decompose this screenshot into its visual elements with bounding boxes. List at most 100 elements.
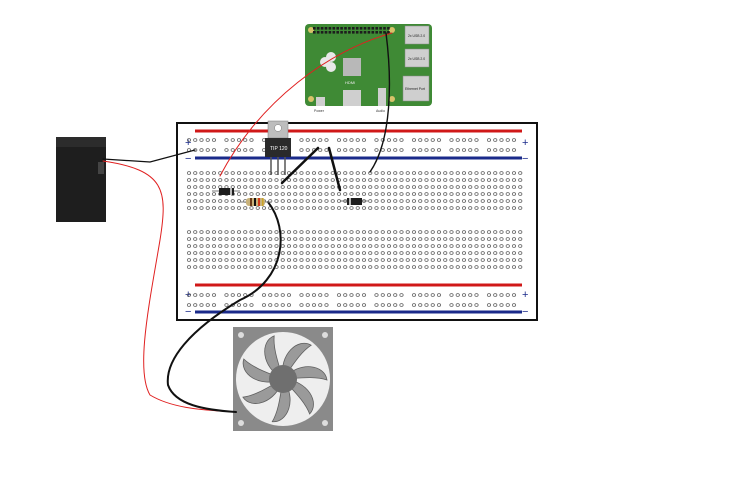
breadboard-hole: [499, 303, 504, 307]
breadboard-hole: [486, 148, 492, 152]
breadboard-hole: [268, 293, 273, 297]
breadboard-hole: [386, 199, 392, 203]
breadboard-hole: [249, 265, 254, 269]
breadboard-hole: [374, 230, 379, 234]
breadboard-hole: [461, 293, 467, 297]
breadboard-hole: [486, 230, 492, 234]
rail-minus-bottom-right: −: [522, 306, 528, 318]
breadboard-hole: [224, 230, 229, 234]
breadboard-hole: [418, 258, 423, 262]
breadboard-hole: [374, 258, 379, 262]
breadboard-hole: [405, 258, 410, 262]
breadboard-hole: [293, 178, 298, 182]
breadboard-hole: [424, 230, 429, 234]
breadboard-hole: [355, 171, 360, 175]
breadboard-hole: [386, 237, 392, 241]
breadboard-hole: [286, 199, 292, 203]
breadboard-hole: [499, 251, 504, 255]
breadboard-hole: [186, 138, 192, 142]
breadboard-hole: [205, 148, 210, 152]
breadboard-hole: [480, 185, 485, 189]
breadboard-hole: [205, 185, 210, 189]
breadboard-hole: [411, 265, 417, 269]
gpio-pin: [316, 27, 320, 30]
breadboard-hole: [330, 258, 335, 262]
breadboard-hole: [186, 230, 192, 234]
breadboard-hole: [443, 237, 448, 241]
fan-mount-hole: [322, 420, 328, 426]
breadboard-hole: [274, 230, 279, 234]
breadboard-hole: [468, 171, 473, 175]
breadboard-hole: [193, 230, 198, 234]
breadboard-hole: [224, 199, 229, 203]
breadboard-hole: [505, 192, 510, 196]
breadboard-hole: [499, 148, 504, 152]
breadboard-hole: [230, 199, 235, 203]
breadboard-hole: [468, 199, 473, 203]
transistor-label: TIP 120: [270, 146, 288, 152]
gpio-pin: [359, 31, 363, 34]
battery-body: [56, 137, 106, 222]
breadboard-hole: [449, 199, 454, 203]
fan-blade: [282, 343, 312, 381]
breadboard-hole: [205, 230, 210, 234]
breadboard-hole: [355, 206, 360, 210]
breadboard-hole: [299, 178, 304, 182]
breadboard-hole: [361, 206, 367, 210]
breadboard-hole: [399, 303, 404, 307]
breadboard-hole: [249, 244, 254, 248]
breadboard-hole: [218, 258, 223, 262]
breadboard-hole: [343, 178, 348, 182]
breadboard-hole: [318, 237, 323, 241]
breadboard-hole: [486, 251, 492, 255]
breadboard-hole: [318, 258, 323, 262]
breadboard-hole: [393, 185, 398, 189]
breadboard-hole: [455, 185, 460, 189]
breadboard-hole: [230, 230, 235, 234]
breadboard-hole: [343, 148, 348, 152]
wire-battery-black: [102, 149, 196, 163]
gpio-pin: [320, 31, 324, 34]
breadboard-hole: [499, 230, 504, 234]
breadboard-hole: [493, 258, 498, 262]
breadboard-hole: [361, 251, 367, 255]
breadboard-hole: [274, 293, 279, 297]
breadboard-hole: [486, 258, 492, 262]
wire-battery-red: [102, 160, 236, 413]
pi-label-audio: Audio: [376, 109, 385, 113]
breadboard-hole: [480, 237, 485, 241]
breadboard-hole: [255, 178, 260, 182]
breadboard-hole: [449, 258, 454, 262]
breadboard-hole: [311, 237, 317, 241]
breadboard-hole: [511, 251, 517, 255]
breadboard-frame: [176, 122, 538, 321]
breadboard-hole: [399, 178, 404, 182]
gpio-pin: [344, 27, 347, 30]
breadboard-hole: [361, 237, 367, 241]
breadboard-hole: [393, 206, 398, 210]
breadboard-hole: [486, 171, 492, 175]
breadboard-hole: [311, 303, 317, 307]
breadboard-hole: [193, 138, 198, 142]
breadboard-hole: [443, 251, 448, 255]
breadboard-hole: [443, 258, 448, 262]
breadboard-hole: [374, 206, 379, 210]
breadboard-hole: [274, 178, 279, 182]
breadboard-hole: [455, 251, 460, 255]
breadboard-hole: [474, 185, 479, 189]
breadboard-hole: [518, 258, 523, 262]
breadboard-hole: [386, 303, 392, 307]
breadboard-hole: [324, 199, 329, 203]
breadboard-hole: [518, 251, 523, 255]
breadboard-hole: [211, 199, 217, 203]
breadboard-hole: [218, 199, 223, 203]
breadboard-hole: [393, 251, 398, 255]
breadboard-hole: [461, 178, 467, 182]
breadboard-hole: [299, 185, 304, 189]
gpio-pin: [371, 31, 375, 34]
breadboard-hole: [449, 237, 454, 241]
breadboard-hole: [243, 237, 248, 241]
breadboard-hole: [399, 206, 404, 210]
breadboard-hole: [299, 237, 304, 241]
breadboard-hole: [436, 199, 442, 203]
